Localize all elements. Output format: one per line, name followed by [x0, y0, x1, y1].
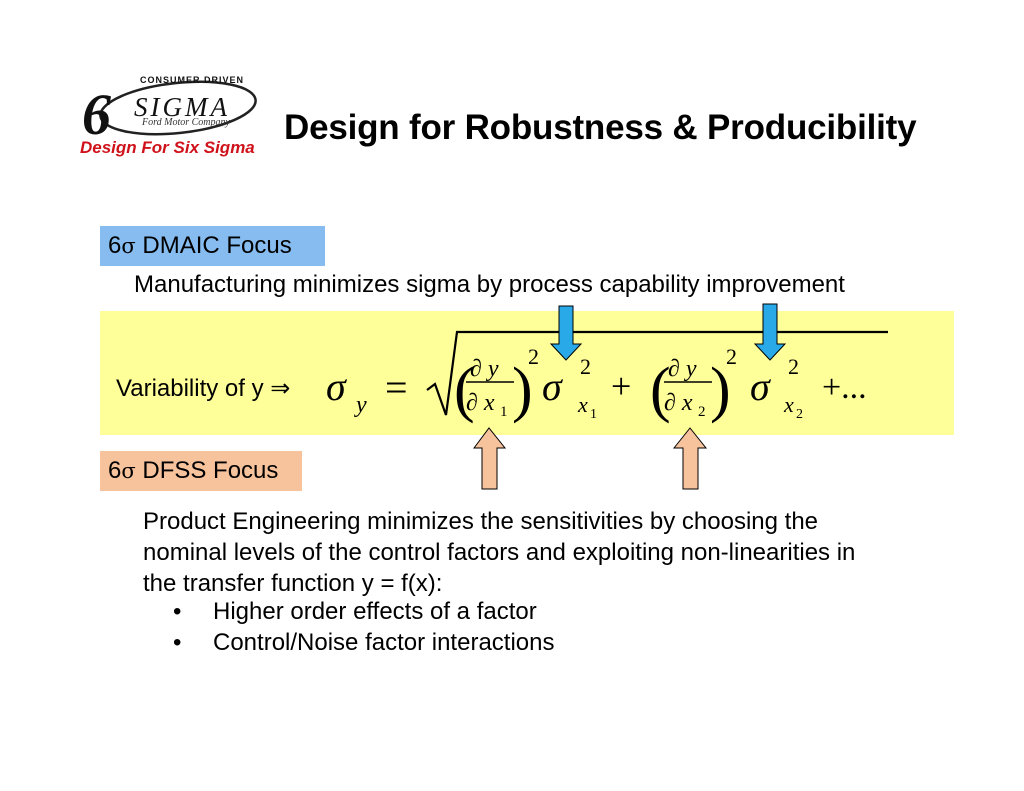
bullet-text: Higher order effects of a factor [213, 598, 537, 625]
eq-plus: + [611, 366, 631, 406]
eq-sigma-sub-x2-index: 2 [796, 407, 803, 422]
eq-paren-open-2: ( [650, 356, 671, 424]
slide-title: Design for Robustness & Producibility [284, 108, 917, 147]
eq-partial-x-sub-2: 2 [698, 404, 706, 420]
logo-swoosh [99, 80, 257, 136]
up-arrow-2 [672, 427, 708, 490]
bullet-text: Control/Noise factor interactions [213, 629, 555, 656]
down-arrow-2 [753, 303, 787, 361]
eq-power-1: 2 [528, 344, 539, 369]
logo-consumer-driven: CONSUMER DRIVEN [140, 75, 245, 85]
logo-sigma: SIGMA [134, 92, 230, 122]
bullet-glyph: • [173, 598, 182, 625]
manufacturing-statement: Manufacturing minimizes sigma by process… [134, 271, 845, 298]
eq-power-2: 2 [726, 344, 737, 369]
dmaic-sigma-symbol: σ [121, 234, 136, 258]
eq-partial-x-sub-1: 1 [500, 404, 508, 420]
list-item: • Higher order effects of a factor [173, 596, 554, 627]
six-sigma-logo: CONSUMER DRIVEN 6 SIGMA Ford Motor Compa… [78, 74, 268, 166]
eq-sub-y: y [354, 392, 367, 418]
eq-sigma-sub-x1-index: 1 [590, 407, 597, 422]
dfss-six: 6 [108, 457, 122, 484]
eq-radical-sign [426, 330, 888, 416]
eq-sigma-sub-x1: x [577, 392, 588, 417]
dfss-focus-tag: 6σ DFSS Focus [100, 451, 302, 491]
logo-design-for-six-sigma: Design For Six Sigma [80, 138, 255, 157]
bullet-list: • Higher order effects of a factor • Contr… [173, 596, 554, 658]
logo-ford-motor-company: Ford Motor Company [142, 117, 230, 128]
paragraph-line: the transfer function y = f(x): [143, 570, 443, 597]
bullet-glyph: • [173, 629, 182, 656]
eq-partial-y-1: ∂ y [470, 356, 499, 382]
eq-partial-x-1: ∂ x [466, 390, 495, 416]
dfss-focus-label: DFSS Focus [135, 457, 279, 484]
eq-sigma-sq-1: 2 [580, 354, 591, 379]
eq-paren-close-1: ) [512, 356, 533, 424]
list-item: • Control/Noise factor interactions [173, 627, 554, 658]
eq-tail: +... [822, 369, 867, 406]
eq-sigma-sub-x2: x [783, 392, 794, 417]
dmaic-focus-tag: 6σ DMAIC Focus [100, 226, 325, 266]
dfss-sigma-symbol: σ [121, 459, 136, 483]
eq-sigma: σ [326, 364, 347, 409]
product-engineering-paragraph: Product Engineering minimizes the sensit… [143, 506, 963, 599]
eq-paren-open-1: ( [454, 356, 475, 424]
up-arrow-1 [473, 427, 507, 490]
eq-sigma-2: σ [750, 364, 771, 409]
paragraph-line: nominal levels of the control factors an… [143, 539, 856, 566]
eq-sigma-1: σ [542, 364, 563, 409]
paragraph-line: Product Engineering minimizes the sensit… [143, 508, 819, 535]
down-arrow-1 [549, 305, 583, 361]
eq-sigma-sq-2: 2 [788, 354, 799, 379]
dmaic-six: 6 [108, 232, 122, 259]
eq-equals: = [385, 365, 408, 410]
logo-six: 6 [82, 82, 111, 147]
eq-partial-y-2: ∂ y [668, 356, 697, 382]
eq-partial-x-2: ∂ x [664, 390, 693, 416]
variability-label: Variability of y ⇒ [116, 375, 291, 402]
dmaic-focus-label: DMAIC Focus [135, 232, 292, 259]
eq-paren-close-2: ) [710, 356, 731, 424]
